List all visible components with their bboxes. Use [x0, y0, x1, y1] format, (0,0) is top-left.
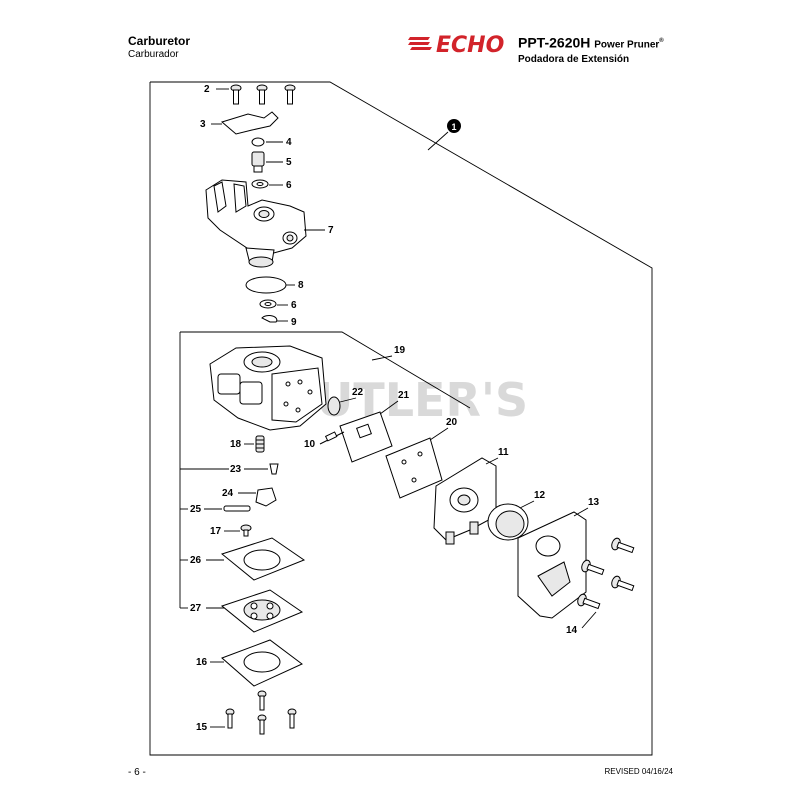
callout-10: 10	[304, 439, 316, 450]
watermark: UTLER'S	[316, 373, 528, 427]
callout-2: 2	[204, 84, 210, 95]
o-ring-part-8	[245, 276, 287, 294]
model-number: PPT-2620H	[518, 34, 591, 51]
callout-27: 27	[190, 603, 202, 614]
callout-6a: 6	[286, 180, 292, 191]
gasket-21-window	[356, 423, 372, 439]
needle-part-10	[319, 431, 345, 445]
diaphragm-part-27	[220, 589, 304, 633]
callout-1: 1	[451, 122, 456, 132]
gasket-part-20	[385, 437, 443, 499]
callout-18: 18	[230, 439, 242, 450]
spring-part-4	[251, 137, 265, 147]
callout-13: 13	[588, 497, 600, 508]
callout-4: 4	[286, 137, 292, 148]
callout-22: 22	[352, 387, 364, 398]
washer-hole	[256, 182, 264, 186]
echo-logo: ECHO	[408, 33, 504, 55]
header-left: Carburetor Carburador	[128, 34, 190, 61]
callout-12: 12	[534, 490, 546, 501]
valve-part-5	[251, 151, 265, 173]
cover-plate-part-13	[517, 511, 587, 619]
callout-17: 17	[210, 526, 222, 537]
model-block: PPT-2620H Power Pruner® Podadora de Exte…	[518, 33, 664, 66]
callout-1-badge	[447, 119, 461, 133]
product-name: Power Pruner	[594, 39, 660, 51]
pump-cover-part-11	[433, 457, 497, 545]
leader-21	[379, 400, 399, 415]
screw-part-2	[230, 84, 296, 105]
callout-5: 5	[286, 157, 292, 168]
leader-14	[581, 611, 597, 629]
gasket-part-21	[339, 411, 393, 463]
callout-11: 11	[498, 447, 509, 458]
callout-25: 25	[190, 504, 202, 515]
spring-part-18	[255, 435, 265, 453]
leader-20	[429, 427, 449, 441]
leader-13	[573, 507, 589, 517]
screws-part-14	[577, 537, 635, 610]
leader-11	[485, 457, 499, 465]
callout-23: 23	[230, 464, 242, 475]
brand-logotype: ECHO	[436, 33, 504, 55]
callout-16: 16	[196, 657, 208, 668]
leader-22	[339, 397, 357, 403]
carburetor-body	[209, 345, 327, 431]
lever-part-3	[220, 111, 279, 135]
pin-part-23	[269, 463, 279, 475]
g20-hole-b	[417, 451, 423, 457]
page-number: - 6 -	[128, 767, 146, 778]
callout-7: 7	[328, 225, 334, 236]
leader-1	[427, 131, 449, 151]
screws-part-15	[225, 690, 297, 735]
screw-part-17	[240, 524, 252, 537]
carb-body-frame	[180, 331, 471, 409]
product-name-es: Podadora de Extensión	[518, 53, 630, 65]
pump-body-part-7	[205, 179, 307, 268]
leader-12	[519, 500, 535, 509]
shaft-part-25	[223, 505, 251, 512]
plug-part-22	[327, 396, 341, 416]
gasket-part-26	[220, 537, 306, 581]
callout-15: 15	[196, 722, 208, 733]
washer-hole-b	[264, 302, 272, 306]
callout-8: 8	[298, 280, 304, 291]
page-title: Carburetor	[128, 34, 191, 48]
g20-hole-c	[411, 477, 417, 483]
cover-part-16	[221, 639, 303, 687]
lever-part-24	[255, 487, 277, 507]
callout-21: 21	[398, 390, 410, 401]
callout-24: 24	[222, 488, 234, 499]
primer-bulb-part-12	[487, 503, 529, 541]
callout-14: 14	[566, 625, 578, 636]
g20-hole-a	[401, 459, 407, 465]
revised-date: REVISED 04/16/24	[604, 767, 673, 776]
clip-part-9	[261, 315, 278, 323]
callout-9: 9	[291, 317, 297, 328]
callout-20: 20	[446, 417, 458, 428]
callout-3: 3	[200, 119, 206, 130]
callout-26: 26	[190, 555, 202, 566]
leader-19	[371, 355, 393, 361]
registered-mark: ®	[659, 38, 664, 44]
assembly-outline	[149, 81, 653, 756]
callout-19: 19	[394, 345, 406, 356]
callout-6b: 6	[291, 300, 297, 311]
page-subtitle: Carburador	[128, 49, 179, 60]
